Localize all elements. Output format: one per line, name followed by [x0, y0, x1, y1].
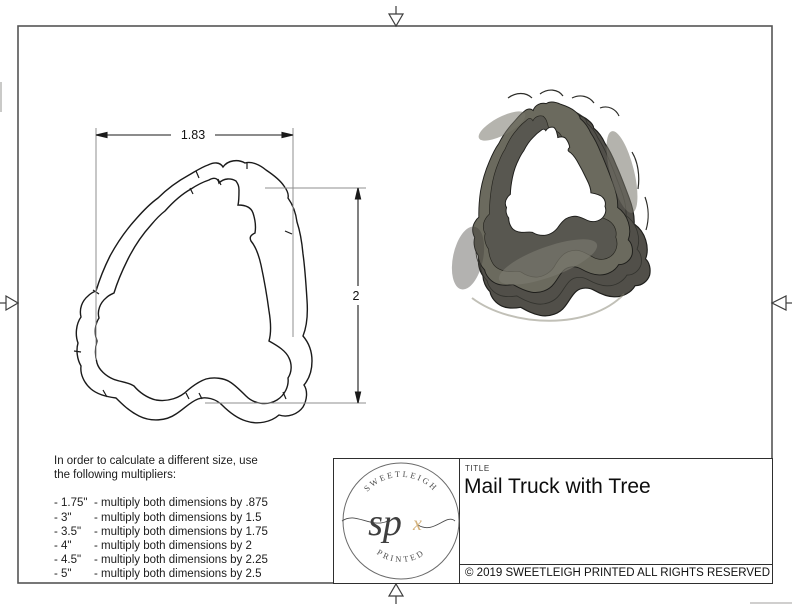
multiplier-size: - 3.5" — [54, 525, 82, 538]
multiplier-size: - 4" — [54, 540, 72, 553]
title-cell: TITLE Mail Truck with Tree — [460, 459, 772, 566]
multiplier-rule: - multiply both dimensions by 2 — [94, 540, 252, 553]
drawing-title: Mail Truck with Tree — [464, 475, 651, 498]
cutter-outline-drawing: 1.83 2 — [73, 127, 366, 424]
bottom-rim-highlight — [471, 293, 625, 322]
multiplier-row: - 4" - multiply both dimensions by 2 — [54, 539, 346, 553]
multiplier-row: - 3.5" - multiply both dimensions by 1.7… — [54, 525, 346, 539]
top-band-highlight — [478, 111, 526, 141]
extension-lines — [95, 128, 366, 404]
multiplier-size: - 3" — [54, 511, 72, 524]
logo-monogram-accent: x — [412, 513, 422, 535]
lower-left-shadow — [451, 226, 485, 290]
logo-flourish-right — [417, 518, 456, 528]
multiplier-rule: - multiply both dimensions by 2.5 — [94, 568, 262, 581]
multiplier-rule: - multiply both dimensions by 1.5 — [94, 511, 262, 524]
multiplier-size: - 4.5" — [54, 554, 82, 567]
multiplier-row: - 4.5" - multiply both dimensions by 2.2… — [54, 553, 346, 567]
multiplier-rule: - multiply both dimensions by 1.75 — [94, 525, 268, 538]
sweetleigh-logo: SWEETLEIGH PRINTED sp x — [341, 462, 460, 580]
multiplier-size: - 5" — [54, 568, 72, 581]
title-field-label: TITLE — [465, 464, 490, 473]
logo-circle — [342, 462, 460, 580]
multiplier-row: - 1.75" - multiply both dimensions by .8… — [54, 496, 346, 510]
multiplier-row: - 5" - multiply both dimensions by 2.5 — [54, 567, 346, 581]
multiplier-rule: - multiply both dimensions by 2.25 — [94, 554, 268, 567]
svg-text:SWEETLEIGH: SWEETLEIGH — [362, 469, 441, 494]
title-block: SWEETLEIGH PRINTED sp x TITLE Mail Truck… — [333, 458, 773, 584]
logo-arc-bottom-text: PRINTED — [375, 547, 424, 564]
cutter-3d-render — [439, 88, 660, 334]
side-band-highlight — [606, 131, 638, 213]
size-instructions: In order to calculate a different size, … — [54, 454, 346, 582]
logo-flourish-left — [341, 517, 389, 524]
registration-arrow-top — [387, 6, 405, 28]
width-dimension-label: 1.83 — [181, 128, 205, 142]
multiplier-rule: - multiply both dimensions by .875 — [94, 497, 268, 510]
scallop-ridge-lines — [507, 89, 649, 231]
copyright-text: © 2019 SWEETLEIGH PRINTED ALL RIGHTS RES… — [465, 567, 771, 579]
inner-wall-highlight — [498, 239, 598, 285]
multiplier-row: - 3" - multiply both dimensions by 1.5 — [54, 511, 346, 525]
registration-arrow-bottom — [387, 582, 405, 604]
registration-arrow-left — [0, 294, 20, 312]
svg-text:PRINTED: PRINTED — [375, 547, 427, 564]
copyright-cell: © 2019 SWEETLEIGH PRINTED ALL RIGHTS RES… — [460, 564, 772, 583]
scallop-tick-marks — [73, 162, 293, 400]
multiplier-size: - 1.75" — [54, 497, 88, 510]
logo-arc-top-text: SWEETLEIGH — [362, 469, 438, 494]
instructions-intro-line1: In order to calculate a different size, … — [54, 455, 258, 467]
registration-arrow-right — [770, 295, 792, 311]
height-dimension-label: 2 — [353, 289, 360, 303]
logo-monogram: sp — [368, 502, 402, 544]
instructions-intro-line2: the following multipliers: — [54, 469, 177, 482]
logo-cell: SWEETLEIGH PRINTED sp x — [334, 459, 460, 583]
